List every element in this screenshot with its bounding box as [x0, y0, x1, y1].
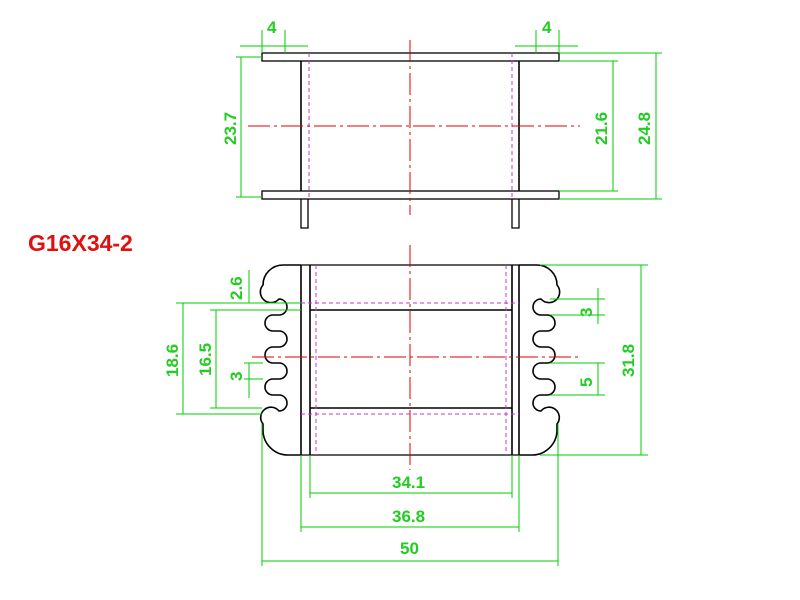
dimension-flange-right: 4 — [515, 18, 578, 53]
dimension-50: 50 — [261, 424, 559, 566]
dimension-21-6: 21.6 — [559, 60, 618, 192]
dim-label-36-8: 36.8 — [392, 507, 425, 526]
dimension-flange-left: 4 — [240, 18, 308, 53]
bottom-view: 2.6 18.6 16.5 3 3 — [163, 245, 648, 566]
dim-label-5-right: 5 — [577, 378, 596, 387]
dim-label-34-1: 34.1 — [392, 473, 425, 492]
dim-label-18-6: 18.6 — [163, 344, 182, 377]
top-view: 4 4 23.7 21.6 24.8 — [221, 18, 662, 229]
part-title: G16X34-2 — [28, 230, 133, 256]
dim-label-3-right: 3 — [577, 308, 596, 317]
dimension-24-8: 24.8 — [559, 52, 662, 200]
dimension-2-6: 2.6 — [227, 270, 301, 311]
pin-right — [511, 199, 520, 229]
right-flange-outline — [519, 264, 561, 456]
dim-label-16-5: 16.5 — [196, 343, 215, 376]
dimension-16-5: 16.5 — [196, 309, 262, 409]
dimension-31-8: 31.8 — [540, 264, 648, 456]
dimension-3-left: 3 — [227, 362, 263, 398]
dimension-18-6: 18.6 — [163, 302, 262, 415]
dim-label-2-6: 2.6 — [227, 276, 246, 300]
dim-label-flange-right: 4 — [542, 18, 552, 37]
dim-label-23-7: 23.7 — [221, 112, 240, 145]
dimension-5-right: 5 — [550, 362, 605, 396]
dim-label-21-6: 21.6 — [592, 112, 611, 145]
left-flange-outline — [259, 264, 301, 456]
dimension-3-right: 3 — [550, 288, 605, 324]
dimension-34-1: 34.1 — [309, 455, 513, 498]
dim-label-31-8: 31.8 — [619, 344, 638, 377]
dimension-23-7: 23.7 — [221, 56, 262, 198]
dim-label-flange-left: 4 — [267, 18, 277, 37]
dim-label-3-left: 3 — [227, 372, 246, 381]
pin-left — [300, 199, 309, 229]
dim-label-50: 50 — [400, 539, 419, 558]
dim-label-24-8: 24.8 — [635, 112, 654, 145]
dimension-36-8: 36.8 — [300, 455, 520, 532]
